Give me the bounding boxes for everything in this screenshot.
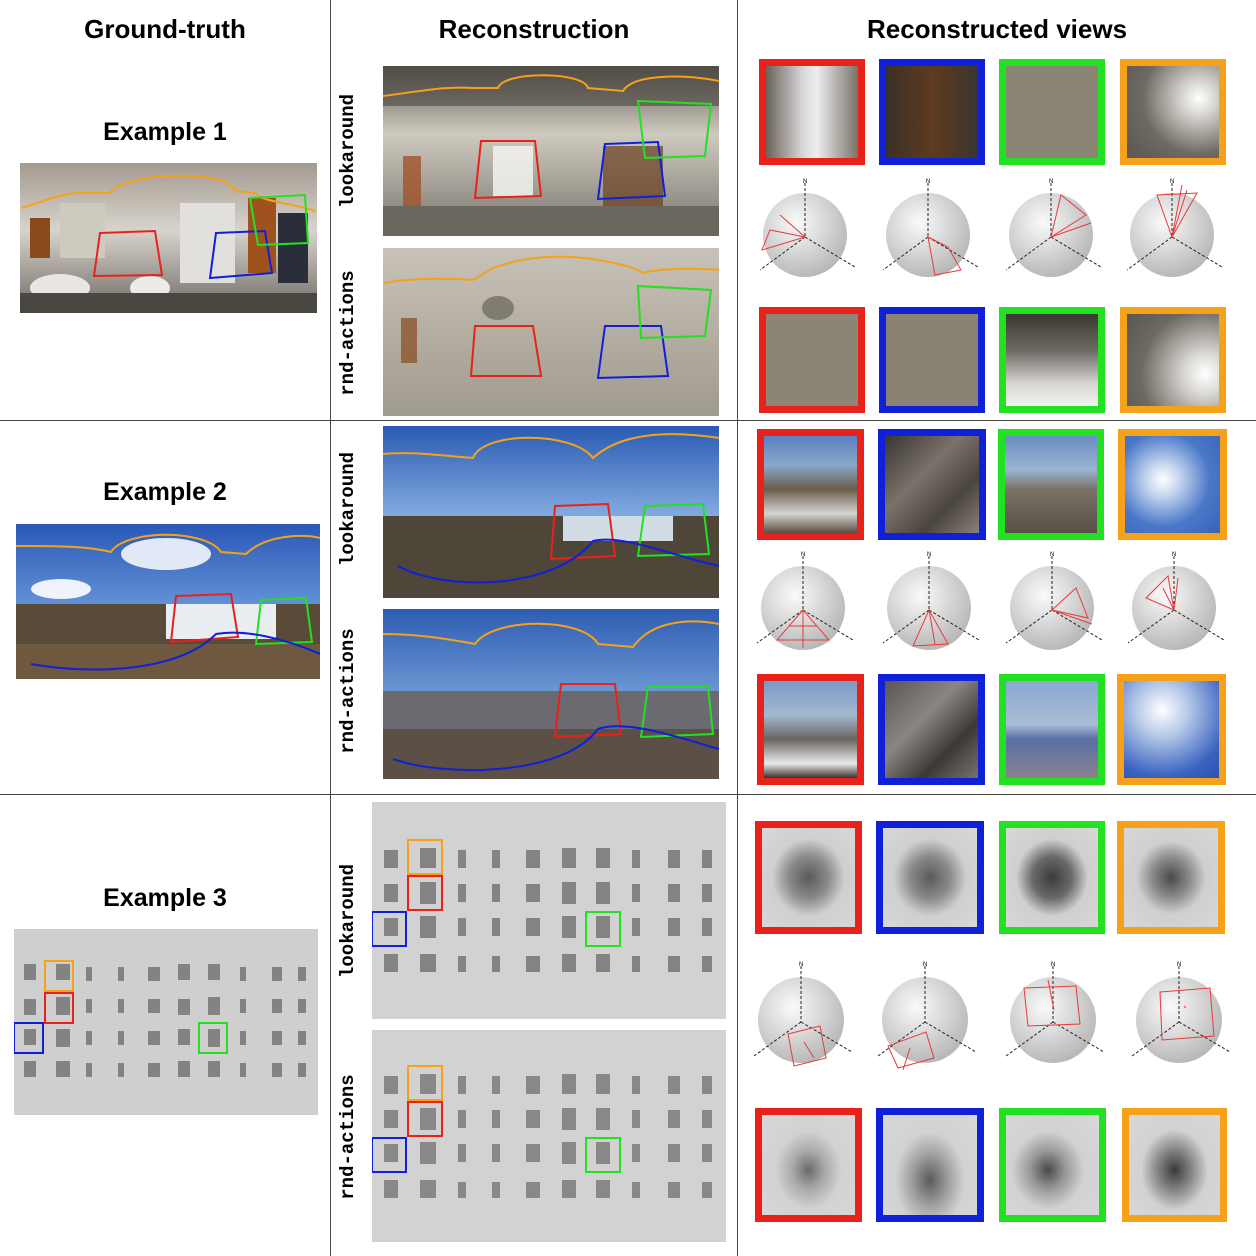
method-label-ex1-rnd-actions: rnd-actions [337, 270, 359, 396]
ex3-s4-north-label: N [1177, 962, 1181, 968]
header-reconstructed-views: Reconstructed views [866, 14, 1128, 44]
ex3-lookaround-view-green [999, 821, 1105, 934]
ex3-ground-truth-panorama [14, 929, 318, 1115]
ex1-lookaround-view-red [759, 59, 865, 165]
example-2-label: Example 2 [103, 478, 227, 506]
ex1-ground-truth-panorama [20, 163, 317, 313]
row-divider-2 [0, 794, 1256, 795]
method-label-ex1-lookaround: lookaround [337, 93, 359, 209]
column-divider-1 [330, 0, 331, 1256]
ex1-s2-north-label: N [926, 179, 930, 185]
ex2-reconstruction-lookaround [383, 426, 719, 598]
ex2-lookaround-view-orange [1118, 429, 1227, 540]
row-divider-1 [0, 420, 1256, 421]
ex1-rnd-view-orange [1120, 307, 1226, 413]
ex3-rnd-view-orange [1122, 1108, 1227, 1222]
column-divider-2 [737, 0, 738, 1256]
ex3-lookaround-view-blue [876, 821, 984, 934]
ex2-s4-north-label: N [1172, 552, 1176, 558]
ex1-lookaround-view-green [999, 59, 1105, 165]
ex2-s3-north-label: N [1050, 552, 1054, 558]
ex3-rnd-view-blue [876, 1108, 984, 1222]
ex2-rnd-view-blue [878, 674, 985, 785]
ex3-lookaround-view-red [755, 821, 862, 934]
ex1-reconstruction-rnd-actions [383, 248, 719, 416]
ex1-lookaround-view-orange [1120, 59, 1226, 165]
method-label-ex2-rnd-actions: rnd-actions [337, 628, 359, 754]
ex2-s1-north-label: N [801, 552, 805, 558]
ex2-rnd-view-orange [1117, 674, 1226, 785]
ex3-camera-path-sphere-1: N [744, 958, 858, 1072]
example-1-label: Example 1 [103, 118, 227, 146]
ex3-lookaround-view-orange [1117, 821, 1225, 934]
ex3-s1-north-label: N [799, 962, 803, 968]
ex3-rnd-view-green [999, 1108, 1106, 1222]
ex3-camera-path-sphere-3: N [996, 958, 1110, 1072]
ex1-camera-path-sphere-4: N [1117, 175, 1227, 285]
header-reconstruction: Reconstruction [438, 14, 630, 44]
ex2-camera-path-sphere-1: N [747, 548, 859, 660]
ex1-rnd-view-red [759, 307, 865, 413]
ex3-s2-north-label: N [923, 962, 927, 968]
ex2-lookaround-view-blue [878, 429, 986, 540]
ex2-lookaround-view-green [998, 429, 1104, 540]
ex1-s4-north-label: N [1170, 179, 1174, 185]
ex2-camera-path-sphere-4: N [1118, 548, 1230, 660]
ex2-rnd-view-green [999, 674, 1105, 785]
ex3-camera-path-sphere-4: N [1122, 958, 1236, 1072]
header-ground-truth: Ground-truth [84, 14, 246, 44]
ex3-camera-path-sphere-2: N [868, 958, 982, 1072]
ex3-reconstruction-lookaround [372, 802, 726, 1019]
method-label-ex3-lookaround: lookaround [337, 863, 359, 979]
ex2-rnd-view-red [757, 674, 864, 785]
ex1-reconstruction-lookaround [383, 66, 719, 236]
ex1-lookaround-view-blue [879, 59, 985, 165]
ex3-s3-north-label: N [1051, 962, 1055, 968]
ex1-rnd-view-green [999, 307, 1105, 413]
ex1-camera-path-sphere-1: N [750, 175, 860, 285]
ex2-camera-path-sphere-2: N [873, 548, 985, 660]
ex3-rnd-view-red [755, 1108, 862, 1222]
example-3-label: Example 3 [103, 884, 227, 912]
ex1-camera-path-sphere-2: N [873, 175, 983, 285]
method-label-ex3-rnd-actions: rnd-actions [337, 1074, 359, 1200]
ex2-lookaround-view-red [757, 429, 864, 540]
ex2-camera-path-sphere-3: N [996, 548, 1108, 660]
ex1-s3-north-label: N [1049, 179, 1053, 185]
method-label-ex2-lookaround: lookaround [337, 451, 359, 567]
ex1-camera-path-sphere-3: N [996, 175, 1106, 285]
ex2-s2-north-label: N [927, 552, 931, 558]
ex3-reconstruction-rnd-actions [372, 1030, 726, 1242]
ex2-reconstruction-rnd-actions [383, 609, 719, 779]
ex2-ground-truth-panorama [16, 524, 320, 679]
ex1-rnd-view-blue [879, 307, 985, 413]
ex1-s1-north-label: N [803, 179, 807, 185]
